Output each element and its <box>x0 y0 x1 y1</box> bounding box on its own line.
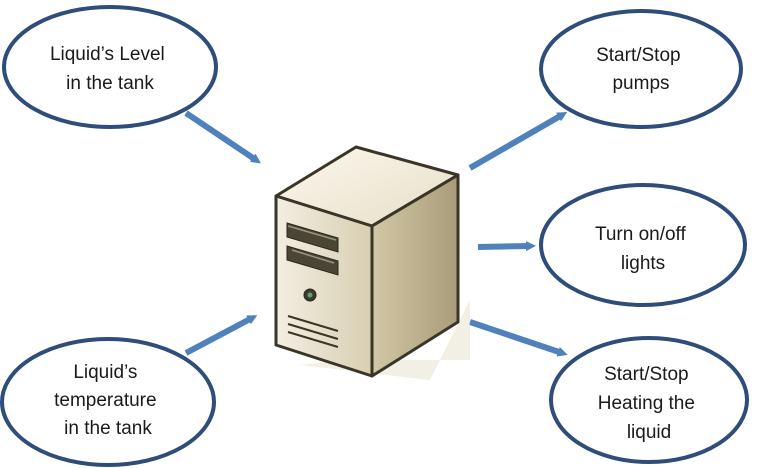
input-node-liquid-level: Liquid’s Level in the tank <box>2 5 218 129</box>
output-lights-line-1: Turn on/off <box>595 224 687 245</box>
computer-tower-icon <box>274 145 470 380</box>
output-heating-line-3: liquid <box>627 422 671 443</box>
svg-text:Liquid’s Level in the ta: Liquid’s Level in the tank <box>50 44 170 94</box>
output-heating-line-1: Start/Stop <box>604 364 689 385</box>
output-pumps-line-2: pumps <box>612 73 669 94</box>
svg-text:Start/Stop Heating the: Start/Stop Heating the liquid <box>598 364 700 443</box>
input-liquid-level-line-1: Liquid’s Level <box>50 44 165 65</box>
svg-text:Turn on/off lights: Turn on/off lights <box>595 224 691 274</box>
input-liquid-temperature-line-3: in the tank <box>64 418 152 439</box>
input-liquid-temperature-line-2: temperature <box>54 390 156 411</box>
arrow-temperature-to-computer <box>184 315 258 356</box>
arrow-computer-to-pumps <box>468 112 568 171</box>
output-node-heating: Start/Stop Heating the liquid <box>549 336 749 464</box>
output-heating-line-2: Heating the <box>598 393 695 414</box>
output-lights-line-2: lights <box>621 253 665 274</box>
arrow-level-to-computer <box>184 110 261 164</box>
input-node-liquid-temperature: Liquid’s temperature in the tank <box>0 337 216 467</box>
arrow-computer-to-lights <box>477 241 536 252</box>
input-liquid-temperature-line-1: Liquid’s <box>73 362 137 383</box>
output-node-lights: Turn on/off lights <box>539 183 747 307</box>
svg-text:Liquid’s temperature: Liquid’s temperature in the tank <box>54 362 162 439</box>
svg-text:Start/Stop pumps: Start/Stop pumps <box>596 45 686 94</box>
input-liquid-level-line-2: in the tank <box>66 73 154 94</box>
output-pumps-line-1: Start/Stop <box>596 45 681 66</box>
arrow-computer-to-heating <box>469 319 568 357</box>
arrows <box>184 110 568 357</box>
output-node-pumps: Start/Stop pumps <box>539 9 743 129</box>
